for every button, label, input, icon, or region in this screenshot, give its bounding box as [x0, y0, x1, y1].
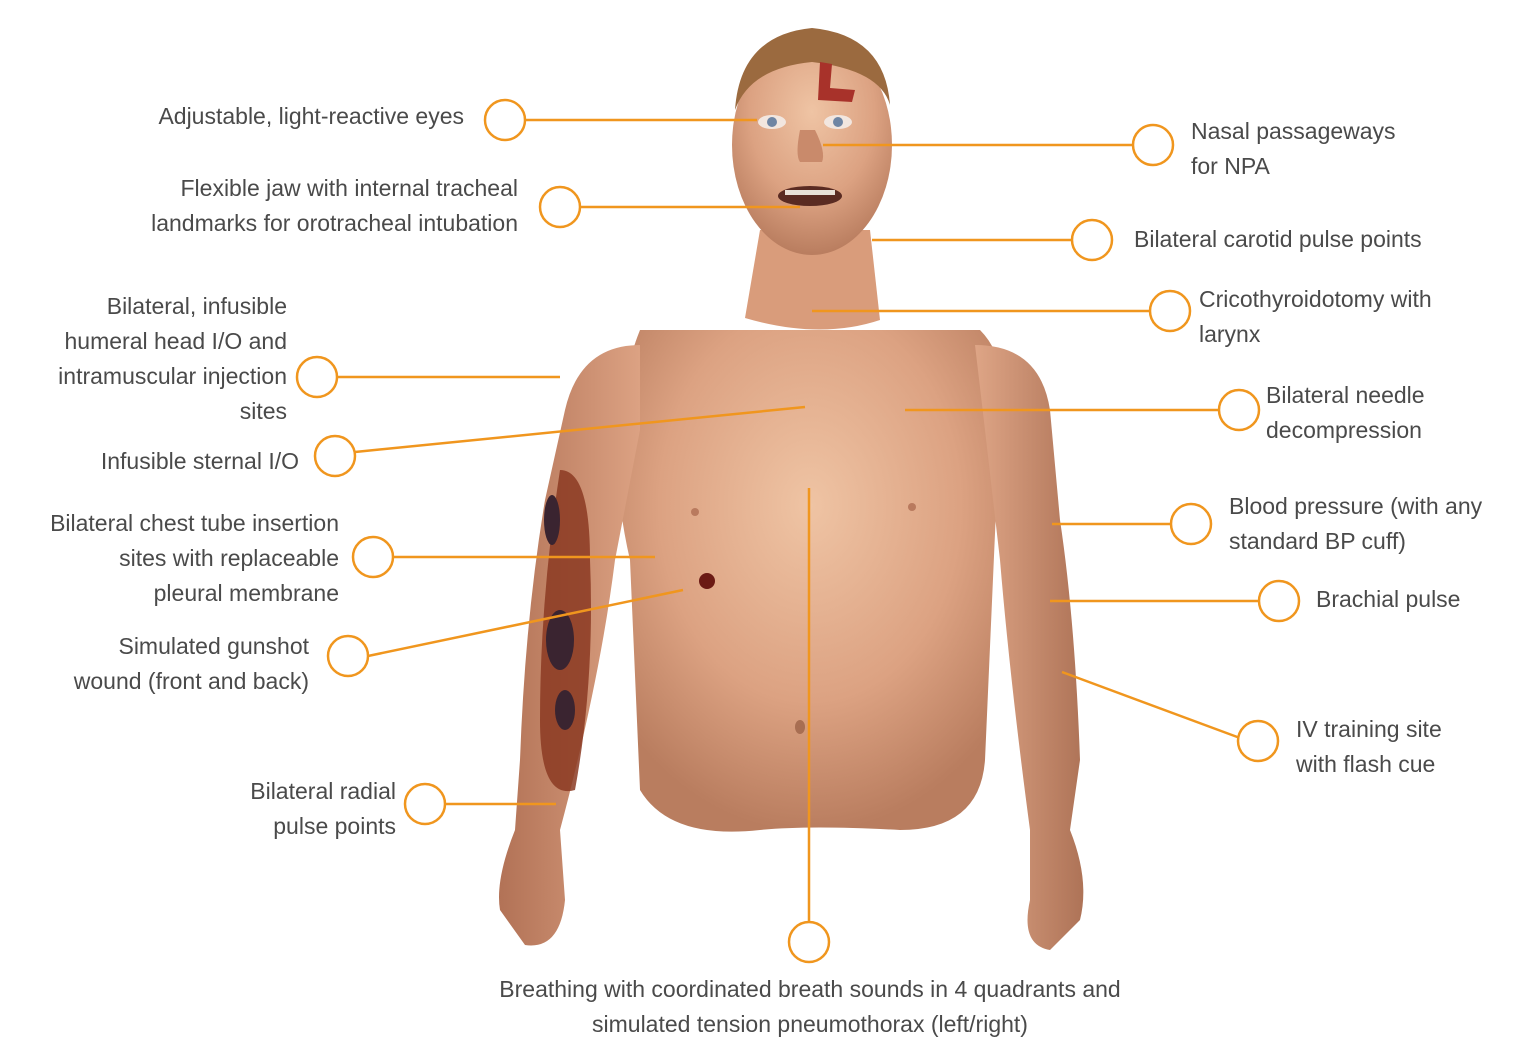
humeral-line-1: Bilateral, infusible	[58, 289, 287, 324]
carotid-callout: Bilateral carotid pulse points	[1134, 222, 1422, 257]
iv-callout: IV training site with flash cue	[1296, 712, 1442, 782]
arm-right	[975, 345, 1083, 950]
iv-leader	[1062, 672, 1240, 738]
eyes-callout: Adjustable, light-reactive eyes	[158, 99, 464, 134]
radial-marker[interactable]	[405, 784, 445, 824]
gunshot-marker[interactable]	[328, 636, 368, 676]
needle-callout: Bilateral needle decompression	[1266, 378, 1425, 448]
carotid-marker[interactable]	[1072, 220, 1112, 260]
radial-callout: Bilateral radial pulse points	[250, 774, 396, 844]
chest-tube-line-1: Bilateral chest tube insertion	[50, 506, 339, 541]
gunshot-line-1: Simulated gunshot	[74, 629, 309, 664]
iv-marker[interactable]	[1238, 721, 1278, 761]
brachial-callout: Brachial pulse	[1316, 582, 1460, 617]
brachial-line-1: Brachial pulse	[1316, 582, 1460, 617]
breathing-line-1: Breathing with coordinated breath sounds…	[380, 972, 1240, 1007]
sternal-line-1: Infusible sternal I/O	[101, 444, 299, 479]
manikin-body	[499, 28, 1083, 950]
radial-line-1: Bilateral radial	[250, 774, 396, 809]
bp-callout: Blood pressure (with any standard BP cuf…	[1229, 489, 1482, 559]
chest-tube-marker[interactable]	[353, 537, 393, 577]
nasal-line-1: Nasal passageways	[1191, 114, 1396, 149]
bp-line-2: standard BP cuff)	[1229, 524, 1482, 559]
iv-line-1: IV training site	[1296, 712, 1442, 747]
humeral-line-4: sites	[58, 394, 287, 429]
crico-callout: Cricothyroidotomy with larynx	[1199, 282, 1432, 352]
radial-line-2: pulse points	[250, 809, 396, 844]
needle-line-2: decompression	[1266, 413, 1425, 448]
navel	[795, 720, 805, 734]
nipple-right	[908, 503, 916, 511]
jaw-marker[interactable]	[540, 187, 580, 227]
jaw-line-1: Flexible jaw with internal tracheal	[151, 171, 518, 206]
chest-tube-line-3: pleural membrane	[50, 576, 339, 611]
nasal-callout: Nasal passageways for NPA	[1191, 114, 1396, 184]
chest-tube-line-2: sites with replaceable	[50, 541, 339, 576]
nasal-line-2: for NPA	[1191, 149, 1396, 184]
eyes-line-1: Adjustable, light-reactive eyes	[158, 99, 464, 134]
crico-line-1: Cricothyroidotomy with	[1199, 282, 1432, 317]
nipple-left	[691, 508, 699, 516]
iris-right	[833, 117, 843, 127]
burn-char-3	[544, 495, 560, 545]
breathing-line-2: simulated tension pneumothorax (left/rig…	[380, 1007, 1240, 1042]
iv-line-2: with flash cue	[1296, 747, 1442, 782]
gunshot-callout: Simulated gunshot wound (front and back)	[74, 629, 309, 699]
chest-tube-callout: Bilateral chest tube insertion sites wit…	[50, 506, 339, 611]
crico-line-2: larynx	[1199, 317, 1432, 352]
bp-marker[interactable]	[1171, 504, 1211, 544]
brachial-marker[interactable]	[1259, 581, 1299, 621]
needle-line-1: Bilateral needle	[1266, 378, 1425, 413]
needle-marker[interactable]	[1219, 390, 1259, 430]
teeth	[785, 190, 835, 195]
sternal-marker[interactable]	[315, 436, 355, 476]
jaw-line-2: landmarks for orotracheal intubation	[151, 206, 518, 241]
bp-line-1: Blood pressure (with any	[1229, 489, 1482, 524]
iris-left	[767, 117, 777, 127]
breathing-callout: Breathing with coordinated breath sounds…	[380, 972, 1240, 1042]
humeral-marker[interactable]	[297, 357, 337, 397]
burn-char-2	[555, 690, 575, 730]
gunshot-line-2: wound (front and back)	[74, 664, 309, 699]
humeral-line-2: humeral head I/O and	[58, 324, 287, 359]
mouth	[778, 186, 842, 206]
gunshot-wound	[699, 573, 715, 589]
humeral-callout: Bilateral, infusible humeral head I/O an…	[58, 289, 287, 429]
humeral-line-3: intramuscular injection	[58, 359, 287, 394]
nasal-marker[interactable]	[1133, 125, 1173, 165]
breathing-marker[interactable]	[789, 922, 829, 962]
sternal-callout: Infusible sternal I/O	[101, 444, 299, 479]
jaw-callout: Flexible jaw with internal tracheal land…	[151, 171, 518, 241]
carotid-line-1: Bilateral carotid pulse points	[1134, 222, 1422, 257]
eyes-marker[interactable]	[485, 100, 525, 140]
crico-marker[interactable]	[1150, 291, 1190, 331]
